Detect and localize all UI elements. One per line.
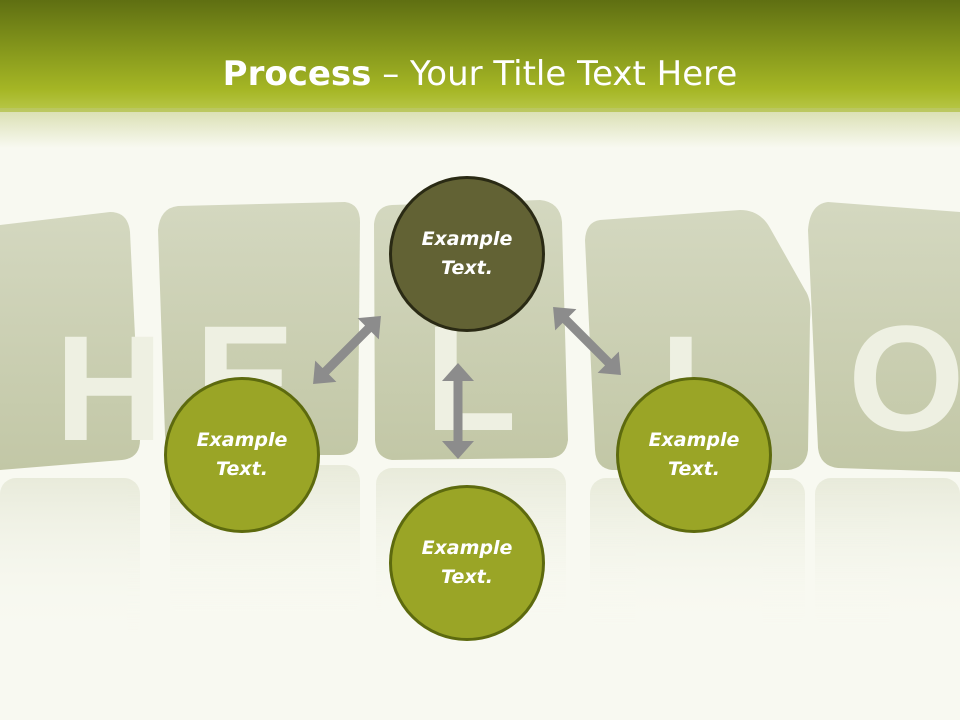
- circle-text-line2: Text.: [441, 257, 493, 279]
- circle-text-line1: Example: [421, 228, 513, 250]
- slide-title: Process – Your Title Text Here: [0, 52, 960, 96]
- cube-h: H: [0, 212, 163, 472]
- cube-o: O: [808, 202, 960, 472]
- header-bar: [0, 0, 960, 112]
- title-text: Your Title Text Here: [410, 54, 738, 94]
- title-bold: Process: [222, 54, 372, 94]
- circle-text-line2: Text.: [668, 458, 720, 480]
- circle-text-line1: Example: [196, 429, 288, 451]
- title-separator: –: [371, 54, 411, 94]
- double-arrow-top-right: [553, 307, 621, 375]
- header-fade: [0, 108, 960, 148]
- circle-text-line1: Example: [648, 429, 740, 451]
- circle-text-line1: Example: [421, 537, 513, 559]
- circle-text-line2: Text.: [216, 458, 268, 480]
- cube-letter: H: [55, 304, 163, 472]
- double-arrow-left-top: [313, 316, 381, 384]
- double-arrow-vertical: [442, 363, 474, 459]
- cube-letter: O: [848, 294, 960, 462]
- circle-text-line2: Text.: [441, 566, 493, 588]
